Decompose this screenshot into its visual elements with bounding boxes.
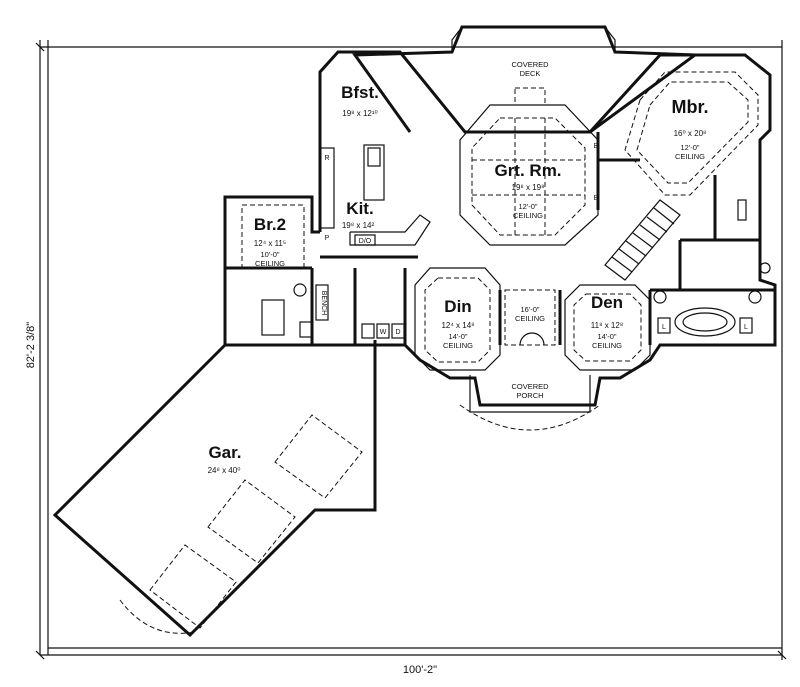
- breakfast-name: Bfst.: [341, 83, 379, 102]
- garage-outline: [119, 414, 363, 634]
- foyer-ceiling-2: CEILING: [515, 314, 545, 323]
- dining-room-ceiling-2: CEILING: [443, 341, 473, 350]
- width-dimension: 100'-2": [403, 664, 437, 676]
- master-bedroom-ceiling-2: CEILING: [675, 152, 705, 161]
- dining-room-outline: [414, 267, 501, 371]
- foyer-ceiling: 16'-0": [520, 305, 539, 314]
- master-bedroom-ceiling: 12'-0": [680, 143, 699, 152]
- fixture-dryer: D: [395, 329, 400, 336]
- master-bath: [653, 199, 771, 337]
- bedroom-2-outline: [241, 204, 305, 268]
- master-bedroom-outline: [624, 71, 759, 196]
- breakfast-size: 19⁸ x 12¹⁰: [342, 109, 378, 118]
- stairs: [604, 199, 681, 281]
- garage-size: 24⁸ x 40⁰: [208, 466, 241, 475]
- bedroom-2-ceiling-2: CEILING: [255, 259, 285, 268]
- great-room-name: Grt. Rm.: [494, 161, 561, 180]
- master-bedroom-size: 16⁰ x 20⁸: [674, 129, 707, 138]
- kitchen-fixtures: [319, 144, 431, 246]
- garage-name: Gar.: [208, 443, 241, 462]
- bedroom-2-ceiling: 10'-0": [260, 250, 279, 259]
- covered-deck-label-2: DECK: [520, 69, 541, 78]
- covered-porch-label-2: PORCH: [516, 391, 543, 400]
- dining-room-ceiling: 14'-0": [448, 332, 467, 341]
- fixture-refrigerator: R: [324, 155, 329, 162]
- master-bedroom-name: Mbr.: [671, 97, 708, 117]
- den-outline: [564, 284, 651, 371]
- bedroom-2-size: 12⁴ x 11⁵: [254, 239, 286, 248]
- bath-2-laundry: [261, 283, 405, 339]
- bench-label: BENCH: [320, 291, 327, 316]
- master-bath-lav-2: L: [744, 324, 748, 331]
- fixture-bookshelf-2: B: [594, 195, 599, 202]
- great-room-ceiling: 12'-0": [518, 202, 537, 211]
- covered-deck-label: COVERED: [511, 60, 549, 69]
- kitchen-name: Kit.: [346, 199, 373, 218]
- bedroom-2-name: Br.2: [254, 215, 286, 234]
- dining-room-name: Din: [444, 297, 471, 316]
- depth-dimension: 82'-2 3/8": [25, 322, 37, 368]
- covered-deck: [352, 25, 700, 134]
- great-room-size: 19⁸ x 19⁸: [512, 183, 545, 192]
- great-room-ceiling-2: CEILING: [513, 211, 543, 220]
- den-name: Den: [591, 293, 623, 312]
- den-ceiling: 14'-0": [597, 332, 616, 341]
- dining-room-size: 12⁴ x 14⁸: [441, 321, 474, 330]
- fixture-bookshelf-1: B: [594, 143, 599, 150]
- foyer-outline: [504, 289, 556, 346]
- covered-porch-label: COVERED: [511, 382, 549, 391]
- den-size: 11⁸ x 12⁸: [591, 321, 623, 330]
- dimension-lines: [35, 40, 787, 660]
- great-room-outline: [459, 87, 599, 246]
- kitchen-size: 19⁸ x 14²: [342, 221, 375, 230]
- den-ceiling-2: CEILING: [592, 341, 622, 350]
- fixture-pantry: P: [325, 235, 330, 242]
- fixture-washer: W: [380, 329, 387, 336]
- fixture-dishwasher-oven: D/O: [359, 238, 372, 245]
- master-bath-lav-1: L: [662, 324, 666, 331]
- covered-porch: [459, 375, 601, 431]
